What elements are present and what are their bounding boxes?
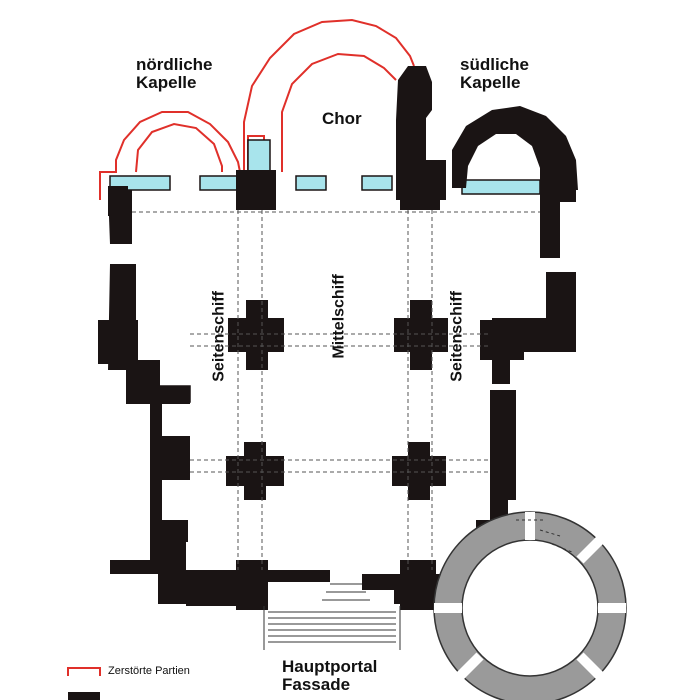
label-south-chapel-line2: Kapelle bbox=[460, 72, 521, 92]
label-north-chapel: nördliche Kapelle bbox=[136, 56, 213, 92]
legend-destroyed-swatch bbox=[67, 667, 101, 676]
walls bbox=[98, 66, 578, 610]
window-north-3 bbox=[247, 139, 271, 175]
destroyed-choir-inner bbox=[281, 52, 397, 172]
buttress-west bbox=[98, 320, 138, 364]
legend-destroyed-label: Zerstörte Partien bbox=[108, 665, 190, 677]
east-wall-3 bbox=[490, 390, 516, 520]
buttress-east bbox=[480, 320, 524, 360]
east-wall-2 bbox=[492, 272, 576, 384]
label-aisle-left: Seitenschiff bbox=[210, 291, 228, 382]
destroyed-choir bbox=[243, 18, 415, 172]
label-aisle-right: Seitenschiff bbox=[448, 291, 466, 382]
label-portal: Hauptportal Fassade bbox=[282, 658, 377, 694]
pier-sw bbox=[226, 442, 284, 500]
label-north-chapel-line1: nördliche bbox=[136, 55, 213, 74]
vault-lines bbox=[132, 210, 540, 570]
label-north-chapel-line2: Kapelle bbox=[136, 72, 197, 92]
window-north-2 bbox=[199, 175, 241, 191]
label-choir: Chor bbox=[322, 109, 362, 128]
portal-pier-right bbox=[400, 560, 436, 610]
label-south-chapel-line1: südliche bbox=[460, 55, 529, 74]
round-tower bbox=[433, 511, 627, 700]
west-wall bbox=[108, 190, 132, 244]
east-wall bbox=[540, 190, 576, 258]
window-choir-2 bbox=[361, 175, 393, 191]
choir-south-pier bbox=[396, 66, 446, 200]
south-chapel-apse bbox=[452, 106, 578, 190]
buttress-west-2 bbox=[150, 436, 190, 480]
portal-pier-left bbox=[236, 560, 268, 610]
window-choir-1 bbox=[295, 175, 327, 191]
pier-ne bbox=[394, 300, 448, 370]
legend bbox=[67, 667, 101, 700]
window-south bbox=[461, 179, 541, 195]
west-wall-2 bbox=[108, 264, 190, 574]
pier-nw bbox=[228, 300, 284, 370]
label-portal-line1: Hauptportal bbox=[282, 657, 378, 676]
pier-se bbox=[392, 442, 446, 500]
legend-wall-swatch bbox=[68, 692, 100, 700]
north-wall-seg bbox=[236, 170, 276, 210]
label-south-chapel: südliche Kapelle bbox=[460, 56, 529, 92]
entrance-steps bbox=[263, 583, 401, 650]
label-portal-line2: Fassade bbox=[282, 674, 351, 694]
label-nave: Mittelschiff bbox=[330, 274, 348, 359]
destroyed-north-chapel-inner bbox=[135, 122, 223, 173]
